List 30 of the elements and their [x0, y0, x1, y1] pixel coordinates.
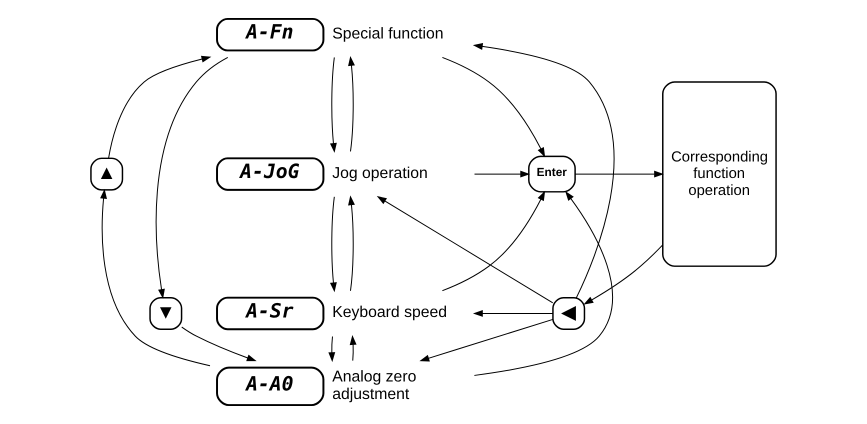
arrow [442, 190, 546, 292]
arrow [442, 56, 546, 158]
arrow [330, 56, 337, 153]
arrow [108, 56, 212, 159]
arrow [583, 244, 663, 305]
arrow [574, 170, 664, 178]
arrow [472, 310, 554, 317]
node-label: Analog zero adjustment [332, 368, 416, 403]
arrow [348, 195, 355, 292]
node-label: Special function [332, 25, 444, 42]
arrow [100, 188, 210, 366]
node-box: A-Sr [216, 296, 324, 330]
arrow [348, 56, 355, 152]
arrow [419, 318, 554, 362]
arrow [330, 196, 337, 292]
arrow [156, 56, 228, 299]
node-box: A-A0 [216, 366, 324, 406]
node-box: Enter [528, 156, 576, 193]
arrow [328, 336, 336, 362]
node-label: Jog operation [332, 164, 428, 182]
node-box: A-JoG [216, 157, 324, 191]
node-box: Corresponding function operation [662, 81, 777, 267]
arrow [474, 170, 530, 178]
arrow [350, 335, 357, 362]
arrow [474, 190, 613, 376]
node-box: A-Fn [216, 18, 324, 52]
arrow [472, 43, 615, 298]
node-label: Keyboard speed [332, 304, 447, 322]
arrow [181, 326, 257, 362]
arrow [376, 196, 554, 304]
